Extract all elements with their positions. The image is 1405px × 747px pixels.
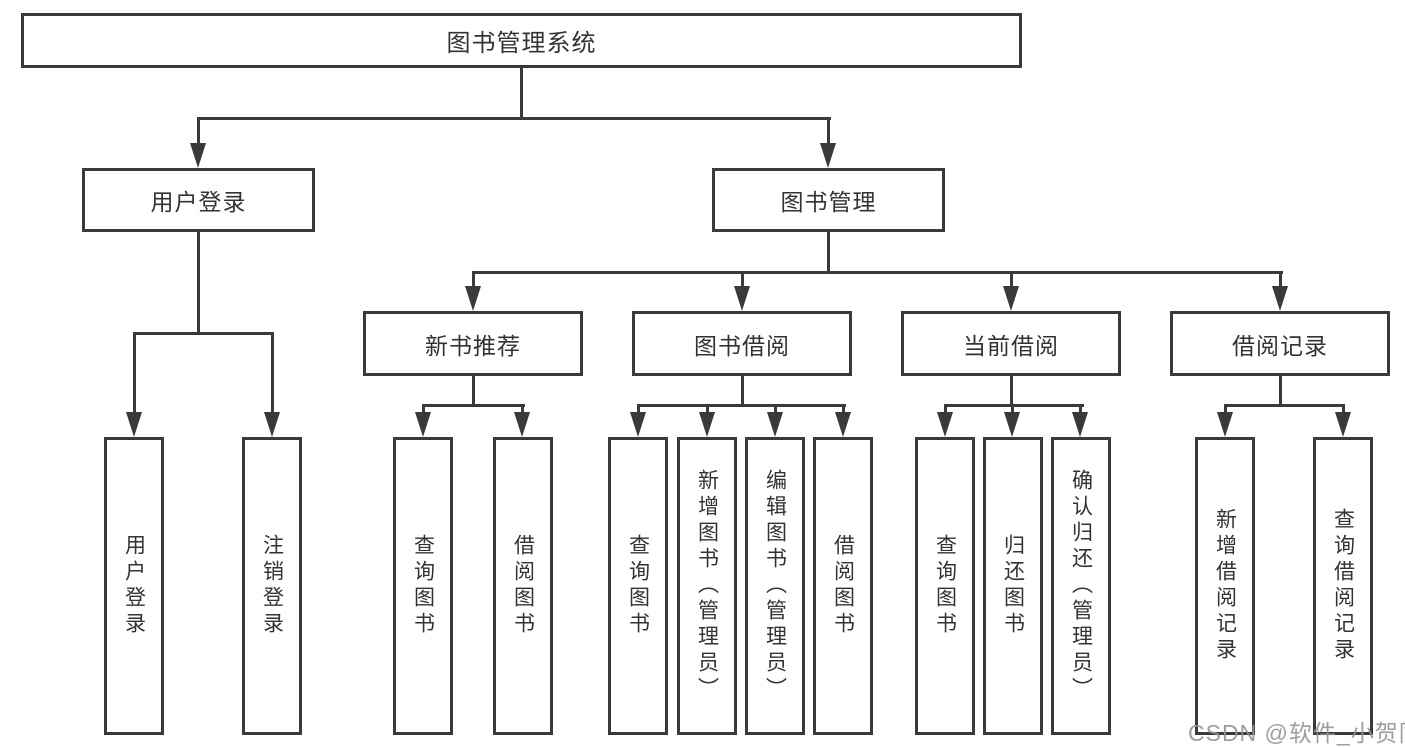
arrowhead-down-icon <box>820 143 836 168</box>
connector-line <box>422 404 525 407</box>
connector-line <box>1224 404 1227 415</box>
connector-line <box>842 404 845 415</box>
connector-line <box>1279 271 1282 289</box>
arrowhead-down-icon <box>1272 286 1288 311</box>
leaf-user-login: 用户登录 <box>104 437 164 735</box>
connector-line <box>637 404 846 407</box>
connector-line <box>1224 404 1345 407</box>
leaf-add-borrow-record: 新增借阅记录 <box>1195 437 1255 735</box>
arrowhead-down-icon <box>734 286 750 311</box>
arrowhead-down-icon <box>1217 412 1233 437</box>
node-new-book-recommend: 新书推荐 <box>363 311 583 376</box>
leaf-confirm-return-admin: 确认归还（管理员） <box>1051 437 1111 735</box>
connector-line <box>472 271 1283 274</box>
connector-line <box>827 117 830 145</box>
connector-line <box>472 271 475 289</box>
leaf-query-books-2: 查询图书 <box>608 437 668 735</box>
arrowhead-down-icon <box>1335 412 1351 437</box>
node-borrowing-records: 借阅记录 <box>1170 311 1390 376</box>
leaf-return-books: 归还图书 <box>983 437 1043 735</box>
arrowhead-down-icon <box>415 412 431 437</box>
leaf-query-books-3: 查询图书 <box>915 437 975 735</box>
leaf-borrow-books-1: 借阅图书 <box>493 437 553 735</box>
arrowhead-down-icon <box>1072 412 1088 437</box>
connector-line <box>1011 404 1014 415</box>
node-user-login: 用户登录 <box>82 168 315 232</box>
leaf-add-books-admin: 新增图书（管理员） <box>677 437 737 735</box>
node-book-borrowing: 图书借阅 <box>632 311 852 376</box>
connector-line <box>197 232 200 335</box>
csdn-watermark: CSDN @软件_小贺同学 <box>1188 720 1405 746</box>
arrowhead-down-icon <box>514 412 530 437</box>
arrowhead-down-icon <box>190 143 206 168</box>
connector-line <box>1010 376 1013 407</box>
arrowhead-down-icon <box>465 286 481 311</box>
node-root-library-system: 图书管理系统 <box>21 13 1022 68</box>
arrowhead-down-icon <box>937 412 953 437</box>
connector-line <box>133 332 136 413</box>
connector-line <box>741 376 744 407</box>
connector-line <box>1079 404 1082 415</box>
arrowhead-down-icon <box>767 412 783 437</box>
leaf-edit-books-admin: 编辑图书（管理员） <box>745 437 805 735</box>
connector-line <box>1342 404 1345 415</box>
arrowhead-down-icon <box>699 412 715 437</box>
connector-line <box>637 404 640 415</box>
connector-line <box>133 332 274 335</box>
leaf-query-borrow-record: 查询借阅记录 <box>1313 437 1373 735</box>
connector-line <box>706 404 709 415</box>
connector-line <box>521 404 524 415</box>
arrowhead-down-icon <box>1004 412 1020 437</box>
connector-line <box>1279 376 1282 407</box>
connector-line <box>1010 271 1013 289</box>
connector-line <box>520 68 523 120</box>
connector-line <box>774 404 777 415</box>
arrowhead-down-icon <box>126 412 142 437</box>
connector-line <box>472 376 475 407</box>
connector-line <box>741 271 744 289</box>
leaf-query-books-1: 查询图书 <box>393 437 453 735</box>
arrowhead-down-icon <box>1003 286 1019 311</box>
arrowhead-down-icon <box>264 412 280 437</box>
connector-line <box>944 404 947 415</box>
leaf-logout: 注销登录 <box>242 437 302 735</box>
node-book-management: 图书管理 <box>712 168 945 232</box>
node-current-borrowing: 当前借阅 <box>901 311 1121 376</box>
connector-line <box>944 404 1084 407</box>
connector-line <box>271 332 274 413</box>
connector-line <box>422 404 425 415</box>
connector-line <box>197 117 200 145</box>
connector-line <box>197 117 831 120</box>
connector-line <box>827 232 830 274</box>
leaf-borrow-books-2: 借阅图书 <box>813 437 873 735</box>
arrowhead-down-icon <box>630 412 646 437</box>
arrowhead-down-icon <box>835 412 851 437</box>
